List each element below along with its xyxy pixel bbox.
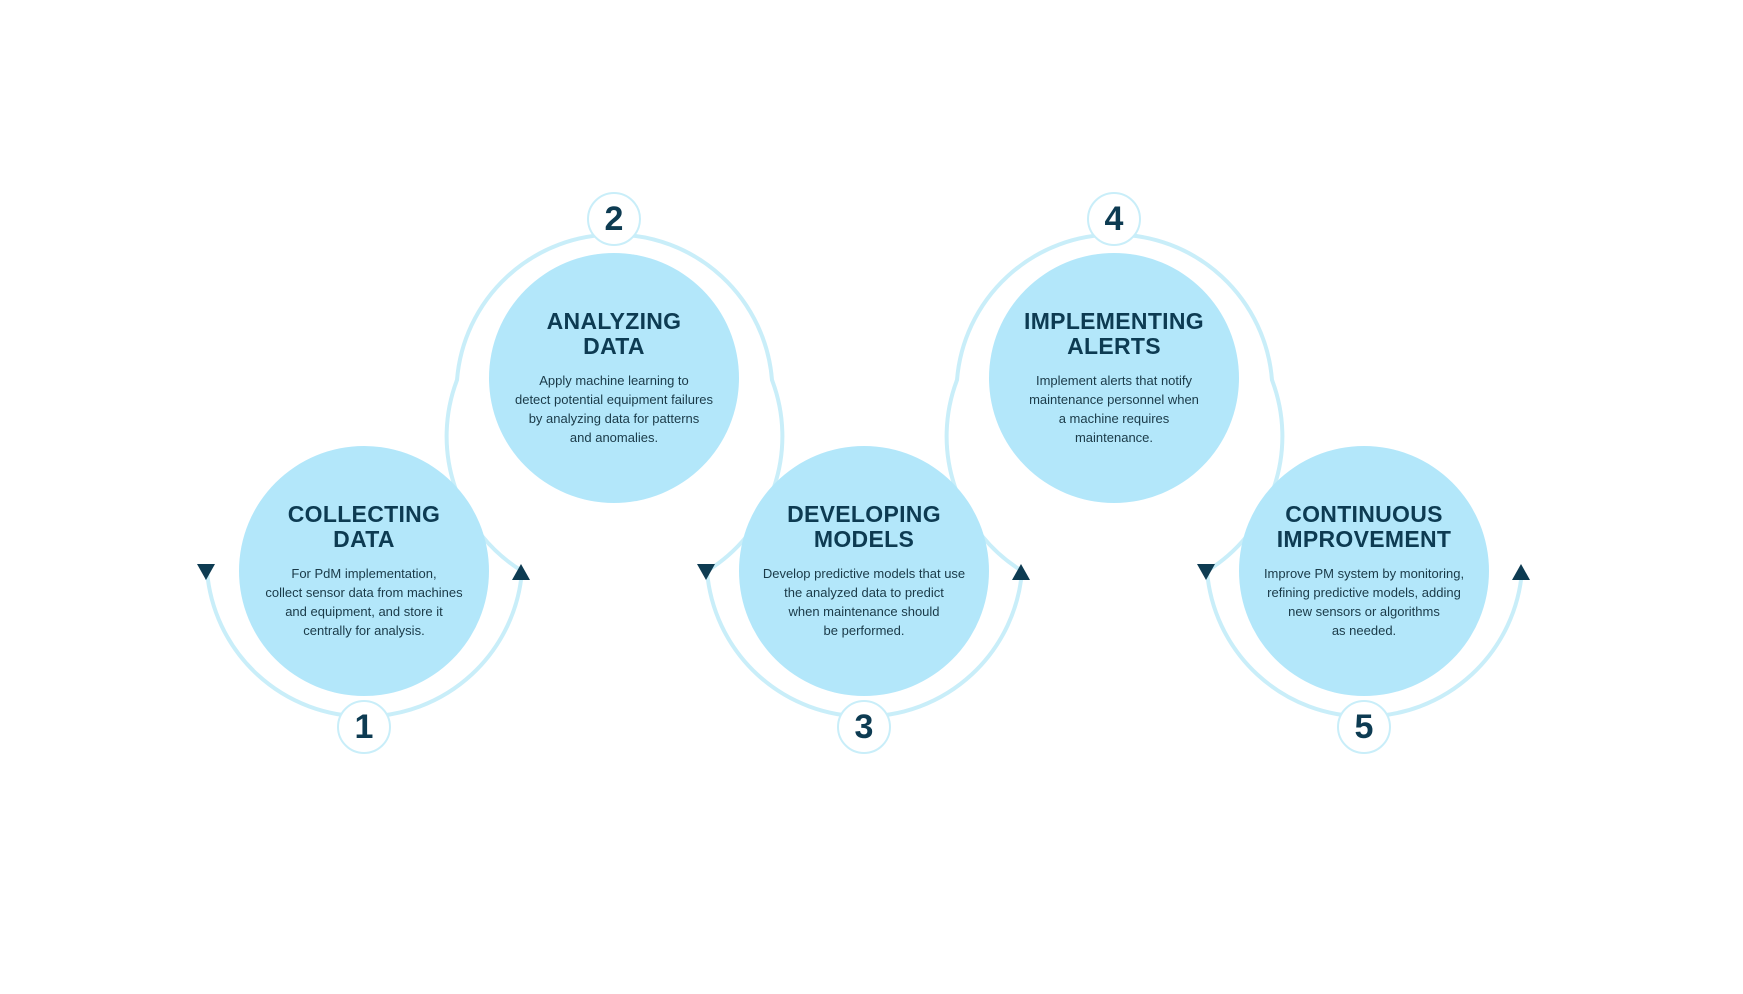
step-1-number-badge: 1 <box>337 700 391 754</box>
arrow-up-icon <box>1012 564 1030 580</box>
step-1-title: COLLECTING DATA <box>287 501 441 552</box>
step-3-number-badge: 3 <box>837 700 891 754</box>
arrow-up-icon <box>512 564 530 580</box>
step-2-circle: ANALYZING DATA Apply machine learning to… <box>489 253 739 503</box>
arrow-down-icon <box>1197 564 1215 580</box>
step-3-circle: DEVELOPING MODELS Develop predictive mod… <box>739 446 989 696</box>
step-4-description: Implement alerts that notify maintenance… <box>1029 373 1199 445</box>
step-4-number-badge: 4 <box>1087 192 1141 246</box>
step-2-description: Apply machine learning to detect potenti… <box>514 373 713 445</box>
step-5-circle: CONTINUOUS IMPROVEMENT Improve PM system… <box>1239 446 1489 696</box>
step-4-circle: IMPLEMENTING ALERTS Implement alerts tha… <box>989 253 1239 503</box>
arrow-down-icon <box>697 564 715 580</box>
step-3-title: DEVELOPING MODELS <box>787 501 941 552</box>
step-3-description: Develop predictive models that use the a… <box>762 566 966 638</box>
step-5-number-badge: 5 <box>1337 700 1391 754</box>
step-2-number-badge: 2 <box>587 192 641 246</box>
step-5-description: Improve PM system by monitoring, refinin… <box>1263 566 1465 638</box>
arrow-down-icon <box>197 564 215 580</box>
step-5-title: CONTINUOUS IMPROVEMENT <box>1276 501 1452 552</box>
step-1-circle: COLLECTING DATA For PdM implementation, … <box>239 446 489 696</box>
step-1-description: For PdM implementation, collect sensor d… <box>265 566 463 638</box>
step-2-title: ANALYZING DATA <box>546 308 682 359</box>
step-4-title: IMPLEMENTING ALERTS <box>1024 308 1204 359</box>
arrow-up-icon <box>1512 564 1530 580</box>
